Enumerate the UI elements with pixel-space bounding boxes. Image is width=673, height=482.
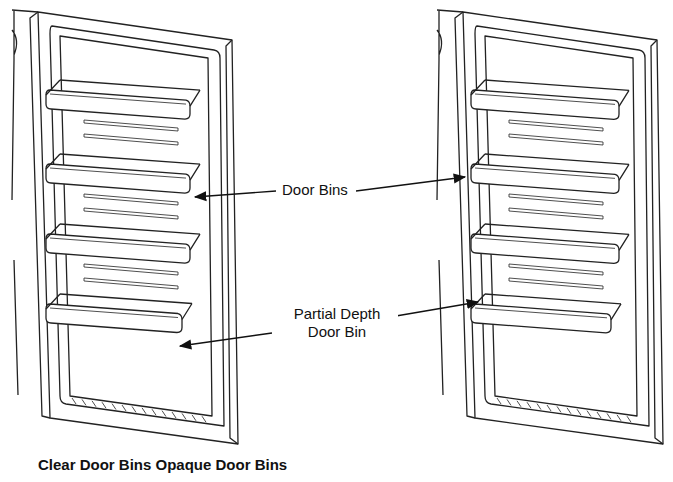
liner-groove xyxy=(509,134,603,145)
door-bin xyxy=(60,80,200,90)
liner-groove xyxy=(84,134,178,145)
door-liner xyxy=(50,26,224,426)
grille-stroke xyxy=(607,413,611,419)
door-edge xyxy=(226,40,238,444)
door-bin xyxy=(475,168,615,178)
liner-groove xyxy=(84,208,178,219)
grille-stroke xyxy=(617,415,621,421)
grille-stroke xyxy=(172,412,176,418)
grille-stroke xyxy=(627,416,631,422)
grille-stroke xyxy=(202,416,206,422)
door-bin xyxy=(471,294,621,320)
grille-stroke xyxy=(557,406,561,412)
liner-groove xyxy=(84,264,178,275)
door-bin xyxy=(485,224,629,234)
door-bin xyxy=(471,164,619,193)
door-bin xyxy=(46,80,200,106)
door-bin xyxy=(46,304,182,333)
grille-stroke xyxy=(497,398,501,404)
figure-caption: Clear Door Bins Opaque Door Bins xyxy=(38,456,287,474)
door-bin xyxy=(471,304,611,333)
door-edge xyxy=(455,12,475,418)
door-liner xyxy=(475,26,649,426)
grille-stroke xyxy=(122,405,126,411)
grille-stroke xyxy=(72,398,76,404)
grille-stroke xyxy=(547,405,551,411)
door-bin xyxy=(46,224,200,250)
part-label: Partial Depth Door Bin xyxy=(276,305,398,341)
leader-line xyxy=(396,302,478,316)
grille-stroke xyxy=(112,404,116,410)
door-bin xyxy=(60,224,200,234)
liner-groove xyxy=(84,194,178,205)
grille-stroke xyxy=(142,408,146,414)
liner-groove xyxy=(84,278,178,289)
grille-stroke xyxy=(517,401,521,407)
door-bin xyxy=(50,168,186,178)
door-bin xyxy=(46,234,190,263)
grille-stroke xyxy=(162,411,166,417)
liner-groove xyxy=(509,278,603,289)
grille-stroke xyxy=(182,413,186,419)
door-bin xyxy=(475,94,615,104)
grille-stroke xyxy=(597,412,601,418)
grille-stroke xyxy=(132,406,136,412)
grille-stroke xyxy=(537,404,541,410)
liner-groove xyxy=(509,264,603,275)
door-bin xyxy=(475,238,615,248)
cabinet-edge xyxy=(437,10,463,60)
liner-groove xyxy=(84,120,178,131)
door-bin xyxy=(60,154,200,164)
door-bin xyxy=(60,294,192,304)
grille-stroke xyxy=(92,401,96,407)
grille-stroke xyxy=(527,402,531,408)
liner-groove xyxy=(509,194,603,205)
door-bin xyxy=(46,164,190,193)
cabinet-edge xyxy=(12,60,18,395)
door-edge xyxy=(651,40,663,444)
grille-stroke xyxy=(192,415,196,421)
door-bin xyxy=(46,294,192,320)
leader-line xyxy=(195,191,276,197)
door-edge xyxy=(30,12,50,418)
grille-stroke xyxy=(82,399,86,405)
grille-stroke xyxy=(587,411,591,417)
door-bin xyxy=(471,80,629,106)
door-bin xyxy=(50,238,186,248)
cabinet-edge xyxy=(437,60,443,395)
door-outline xyxy=(38,12,238,444)
door-bin xyxy=(46,154,200,180)
leader-line xyxy=(180,333,272,346)
door-bin xyxy=(471,224,629,250)
grille-stroke xyxy=(152,409,156,415)
grille-stroke xyxy=(507,399,511,405)
door-bin xyxy=(475,308,607,318)
liner-groove xyxy=(509,120,603,131)
door-outline xyxy=(463,12,663,444)
door-bin xyxy=(485,80,629,90)
door-bin xyxy=(50,94,186,104)
door-bin xyxy=(46,90,190,119)
door-bin xyxy=(485,294,621,304)
liner-groove xyxy=(509,208,603,219)
part-label: Door Bins xyxy=(280,181,350,199)
door-bin xyxy=(471,234,619,263)
door-bin xyxy=(471,154,629,180)
grille-stroke xyxy=(577,409,581,415)
grille-stroke xyxy=(102,402,106,408)
grille-stroke xyxy=(567,408,571,414)
door-bin xyxy=(50,308,178,318)
door-bin xyxy=(471,90,619,119)
leader-line xyxy=(356,177,465,191)
door-bin xyxy=(485,154,629,164)
cabinet-edge xyxy=(12,10,38,60)
